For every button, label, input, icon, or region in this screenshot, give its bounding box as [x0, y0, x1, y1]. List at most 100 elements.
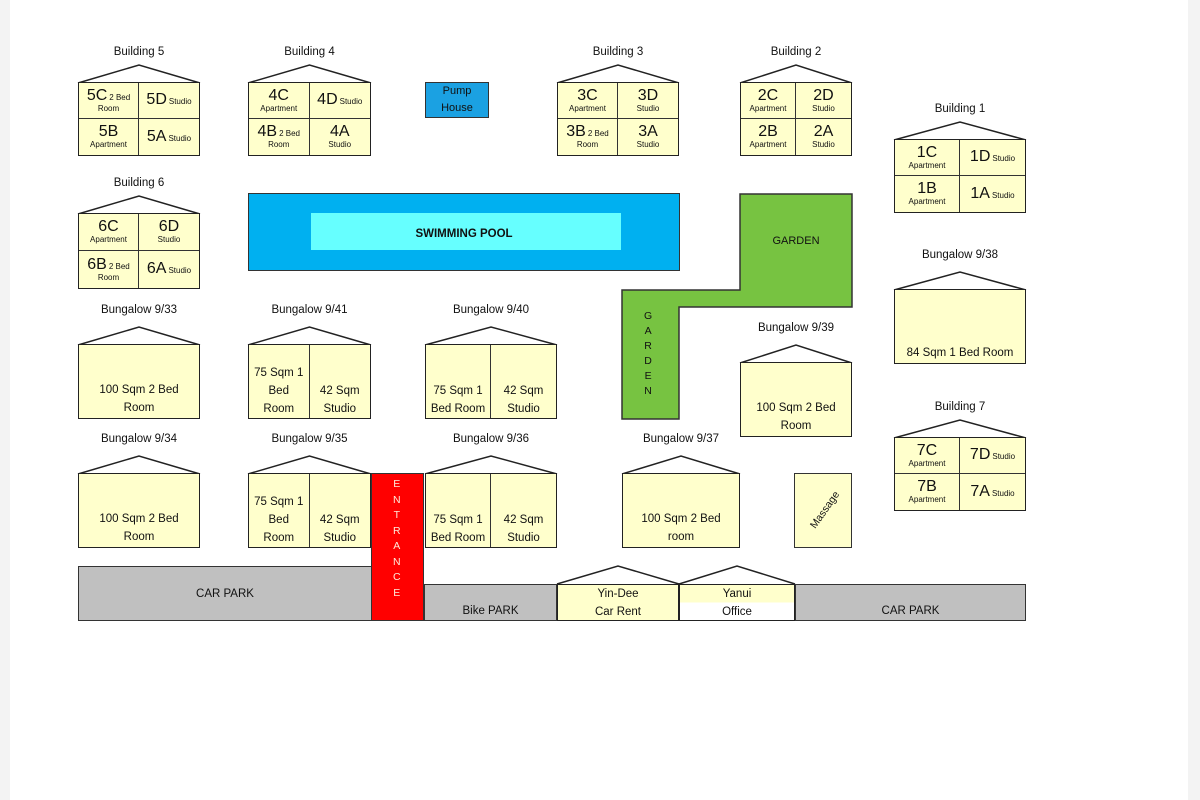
bungalow-9-40-unit-a-desc: 75 Sqm 1 [433, 385, 483, 397]
bungalow-9-37-desc: 100 Sqm 2 Bed [641, 513, 721, 525]
building-6-roof [77, 195, 201, 215]
unit-type-note: Studio [992, 154, 1016, 164]
bungalow-9-40-unit-a: 75 Sqm 1 Bed Room [426, 345, 491, 418]
bungalow-9-38-roof [893, 271, 1027, 291]
unit-type: Apartment [260, 103, 298, 113]
bungalow-9-39-title: Bungalow 9/39 [757, 322, 835, 334]
unit-code: 6C [98, 218, 119, 236]
unit-code: 5B [98, 123, 119, 141]
yin-dee-car-rent: Yin-Dee Car Rent [557, 584, 679, 621]
yin-dee-roof [556, 565, 680, 585]
bungalow-9-40-unit-a-desc: Bed Room [430, 403, 486, 415]
bungalow-9-34-roof [77, 455, 201, 475]
unit-type: Apartment [569, 103, 606, 113]
bungalow-9-41-title: Bungalow 9/41 [271, 304, 348, 316]
garden-vertical-letter: E [644, 370, 652, 382]
garden-vertical-letter: G [644, 310, 653, 322]
unit-type: Apartment [908, 197, 946, 207]
building-5-title: Building 5 [113, 46, 165, 58]
unit-type: Studio [328, 140, 352, 150]
bungalow-9-41-unit-a-desc: Bed [268, 385, 289, 397]
bike-park-label: Bike PARK [462, 605, 519, 617]
unit-type: Apartment [90, 140, 127, 150]
yin-dee-label-2: Car Rent [594, 606, 642, 618]
unit-type: Apartment [908, 495, 946, 505]
bungalow-9-33-roof [77, 326, 201, 346]
building-6-title: Building 6 [113, 177, 165, 189]
unit-type: Room [576, 140, 599, 150]
bungalow-9-33-desc: Room [123, 402, 155, 414]
bungalow-9-37-title: Bungalow 9/37 [642, 433, 720, 445]
unit-type-note: Studio [992, 452, 1016, 462]
building-2-title: Building 2 [770, 46, 822, 58]
unit-type: Studio [812, 103, 835, 113]
bungalow-9-41-unit-b-desc: 42 Sqm [319, 385, 360, 397]
bungalow-9-40-title: Bungalow 9/40 [452, 304, 530, 316]
unit-type: Studio [812, 140, 835, 150]
unit-type-note: 2 Bed [108, 261, 130, 271]
pump-house-label-2: House [441, 102, 473, 114]
garden-vertical-letter: N [644, 385, 652, 397]
unit-type: Studio [157, 235, 181, 245]
unit-code: 4C [268, 86, 289, 104]
building-4-unit-4c-code-row: 4C [268, 86, 289, 105]
bungalow-9-34-title: Bungalow 9/34 [100, 433, 178, 445]
unit-code: 2C [757, 86, 779, 104]
building-2-roof [739, 64, 853, 84]
yanui-office: Yanui Office [679, 584, 795, 621]
unit-type-note: Studio [339, 97, 363, 107]
bungalow-9-36-unit-a-desc: Bed Room [430, 532, 486, 544]
unit-type: Room [97, 103, 120, 113]
building-1-title: Building 1 [934, 103, 986, 115]
bungalow-9-35-unit-b-desc: Studio [323, 532, 357, 544]
unit-code: 5C [86, 86, 108, 104]
bungalow-9-39-desc: Room [780, 420, 812, 432]
unit-code: 3D [637, 86, 659, 104]
bungalow-9-38: 84 Sqm 1 Bed Room [894, 289, 1026, 364]
building-6-unit-6d-code-row: 6D [159, 219, 179, 236]
bungalow-9-40-unit-b-desc: Studio [507, 403, 540, 415]
car-park-right-label: CAR PARK [881, 605, 940, 617]
unit-code: 5D [146, 91, 167, 109]
building-3-roof [556, 64, 680, 84]
bungalow-9-36-unit-b-desc: Studio [507, 532, 540, 544]
unit-code: 7D [969, 446, 991, 464]
unit-type: Apartment [908, 160, 946, 170]
bungalow-9-34-desc: 100 Sqm 2 Bed [99, 513, 179, 525]
entrance-letter: N [393, 555, 401, 568]
unit-code: 2B [758, 123, 778, 141]
bungalow-9-33-title: Bungalow 9/33 [100, 304, 178, 316]
pump-house: Pump House [425, 82, 489, 118]
bungalow-9-41-unit-b-desc: Studio [323, 403, 357, 415]
entrance-letter: E [393, 478, 401, 490]
entrance-letter: R [393, 524, 401, 537]
